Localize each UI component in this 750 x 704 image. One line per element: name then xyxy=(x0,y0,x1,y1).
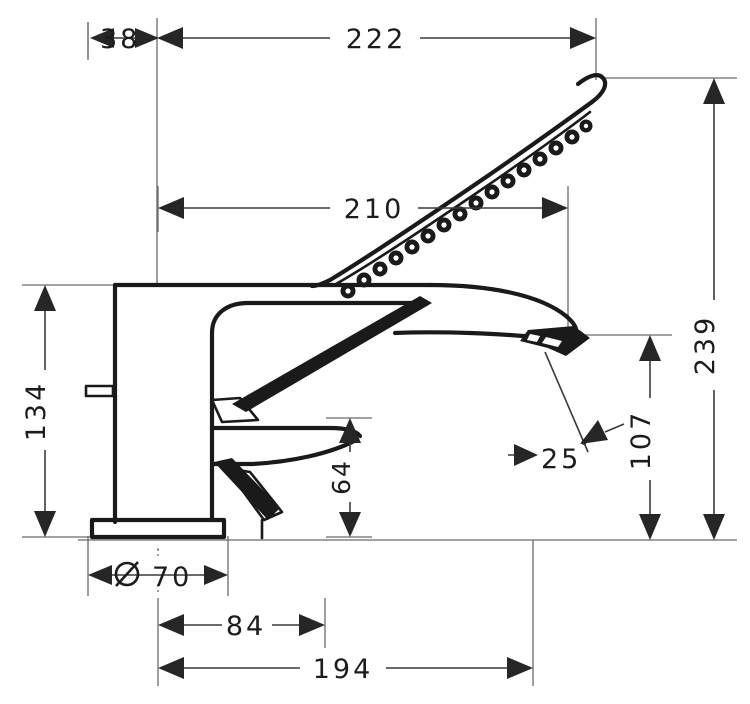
dimension-222-label: 222 xyxy=(346,24,407,55)
dimension-38-label: 38 xyxy=(100,24,140,55)
dimension-64: 64 xyxy=(327,418,361,537)
dimension-107: 107 xyxy=(626,335,661,540)
mixer-body xyxy=(84,282,433,525)
dimension-194-label: 194 xyxy=(313,654,374,685)
dimension-210-label: 210 xyxy=(344,194,405,225)
angle-25-label: 25 xyxy=(541,444,581,475)
base-plate xyxy=(89,517,227,540)
dimension-239-label: 239 xyxy=(690,315,721,376)
dimension-194: 194 xyxy=(158,654,533,685)
dimension-diameter-70: 70 xyxy=(88,561,228,593)
dimension-84-label: 84 xyxy=(226,611,266,642)
angle-25-degrees: 25 ° xyxy=(508,351,625,475)
dimension-134-label: 134 xyxy=(21,381,52,442)
handshower xyxy=(309,73,608,299)
dimension-222: 222 xyxy=(157,24,596,55)
degree-symbol: ° xyxy=(580,437,588,456)
dimension-239: 239 xyxy=(690,78,725,540)
dimension-134: 134 xyxy=(21,285,56,537)
dimension-64-label: 64 xyxy=(327,459,356,495)
aerator-outlet xyxy=(520,326,590,356)
extension-lines xyxy=(22,18,737,686)
dimension-70-label: 70 xyxy=(152,562,192,593)
dimension-210: 210 xyxy=(158,194,568,225)
dimension-84: 84 xyxy=(158,611,325,642)
diameter-symbol-icon xyxy=(114,561,140,587)
spray-nozzles xyxy=(340,119,593,299)
dimension-107-label: 107 xyxy=(626,410,657,471)
